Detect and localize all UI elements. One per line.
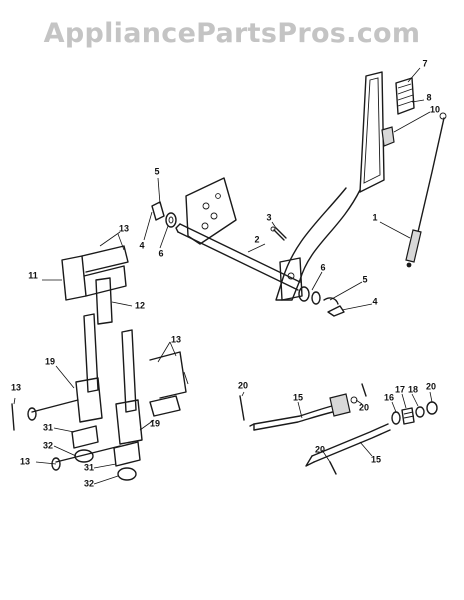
- callout-18: 18: [407, 384, 419, 395]
- mounting-bracket: [185, 177, 237, 245]
- callout-15b: 15: [370, 454, 382, 465]
- cross-shaft: [175, 223, 301, 291]
- cotter-pin: [270, 226, 287, 241]
- knob-button: [381, 126, 395, 147]
- callout-16: 16: [383, 392, 395, 403]
- lift-lever-handle: [359, 71, 385, 193]
- callout-11: 11: [28, 270, 38, 281]
- callout-31a: 31: [42, 422, 54, 433]
- vertical-link-right: [115, 329, 143, 445]
- clevis-bit-3: [329, 461, 337, 475]
- spring-grip: [395, 77, 415, 115]
- lower-pin-right: [51, 441, 141, 481]
- adjustment-rod-lower: [305, 423, 391, 467]
- callout-6b: 6: [320, 262, 326, 273]
- callout-8: 8: [426, 92, 432, 103]
- callout-20c: 20: [425, 381, 437, 392]
- link-bracket-right-upper: [149, 351, 189, 399]
- right-bushing-set: [298, 286, 345, 317]
- callout-13a: 13: [118, 223, 130, 234]
- callout-leaders: [13, 67, 433, 485]
- callout-19b: 19: [149, 418, 161, 429]
- callout-3: 3: [266, 212, 272, 223]
- callout-4a: 4: [139, 240, 145, 251]
- callout-10: 10: [429, 104, 441, 115]
- callout-13b: 13: [170, 334, 182, 345]
- callout-17: 17: [394, 384, 406, 395]
- left-clevis-pin: [11, 403, 15, 431]
- callout-4b: 4: [372, 296, 378, 307]
- callout-13d: 13: [19, 456, 31, 467]
- lift-lever-arm: [275, 187, 361, 301]
- callout-19a: 19: [44, 356, 56, 367]
- callout-32b: 32: [83, 478, 95, 489]
- link-bracket-right-lower: [149, 395, 181, 417]
- callout-5b: 5: [362, 274, 368, 285]
- callout-13c: 13: [10, 382, 22, 393]
- clevis-bit-1: [239, 395, 245, 421]
- vertical-link-left: [75, 313, 103, 423]
- callout-6a: 6: [158, 248, 164, 259]
- adjustment-rod-upper: [249, 393, 358, 431]
- lower-pin-left: [27, 399, 99, 463]
- callout-2: 2: [254, 234, 260, 245]
- callout-5a: 5: [154, 166, 160, 177]
- left-bushing-set: [151, 201, 177, 228]
- callout-7: 7: [422, 58, 428, 69]
- callout-20d: 20: [314, 444, 326, 455]
- watermark-text: AppliancePartsPros.com: [43, 18, 421, 49]
- callout-12: 12: [134, 300, 146, 311]
- lift-arm-left: [61, 245, 129, 325]
- callout-15a: 15: [292, 392, 304, 403]
- callout-1: 1: [372, 212, 378, 223]
- callout-20a: 20: [237, 380, 249, 391]
- callout-32a: 32: [42, 440, 54, 451]
- callout-20b: 20: [358, 402, 370, 413]
- lift-rod: [405, 112, 447, 268]
- callout-31b: 31: [83, 462, 95, 473]
- hardware-set: [391, 401, 438, 425]
- clevis-bit-2: [361, 383, 367, 397]
